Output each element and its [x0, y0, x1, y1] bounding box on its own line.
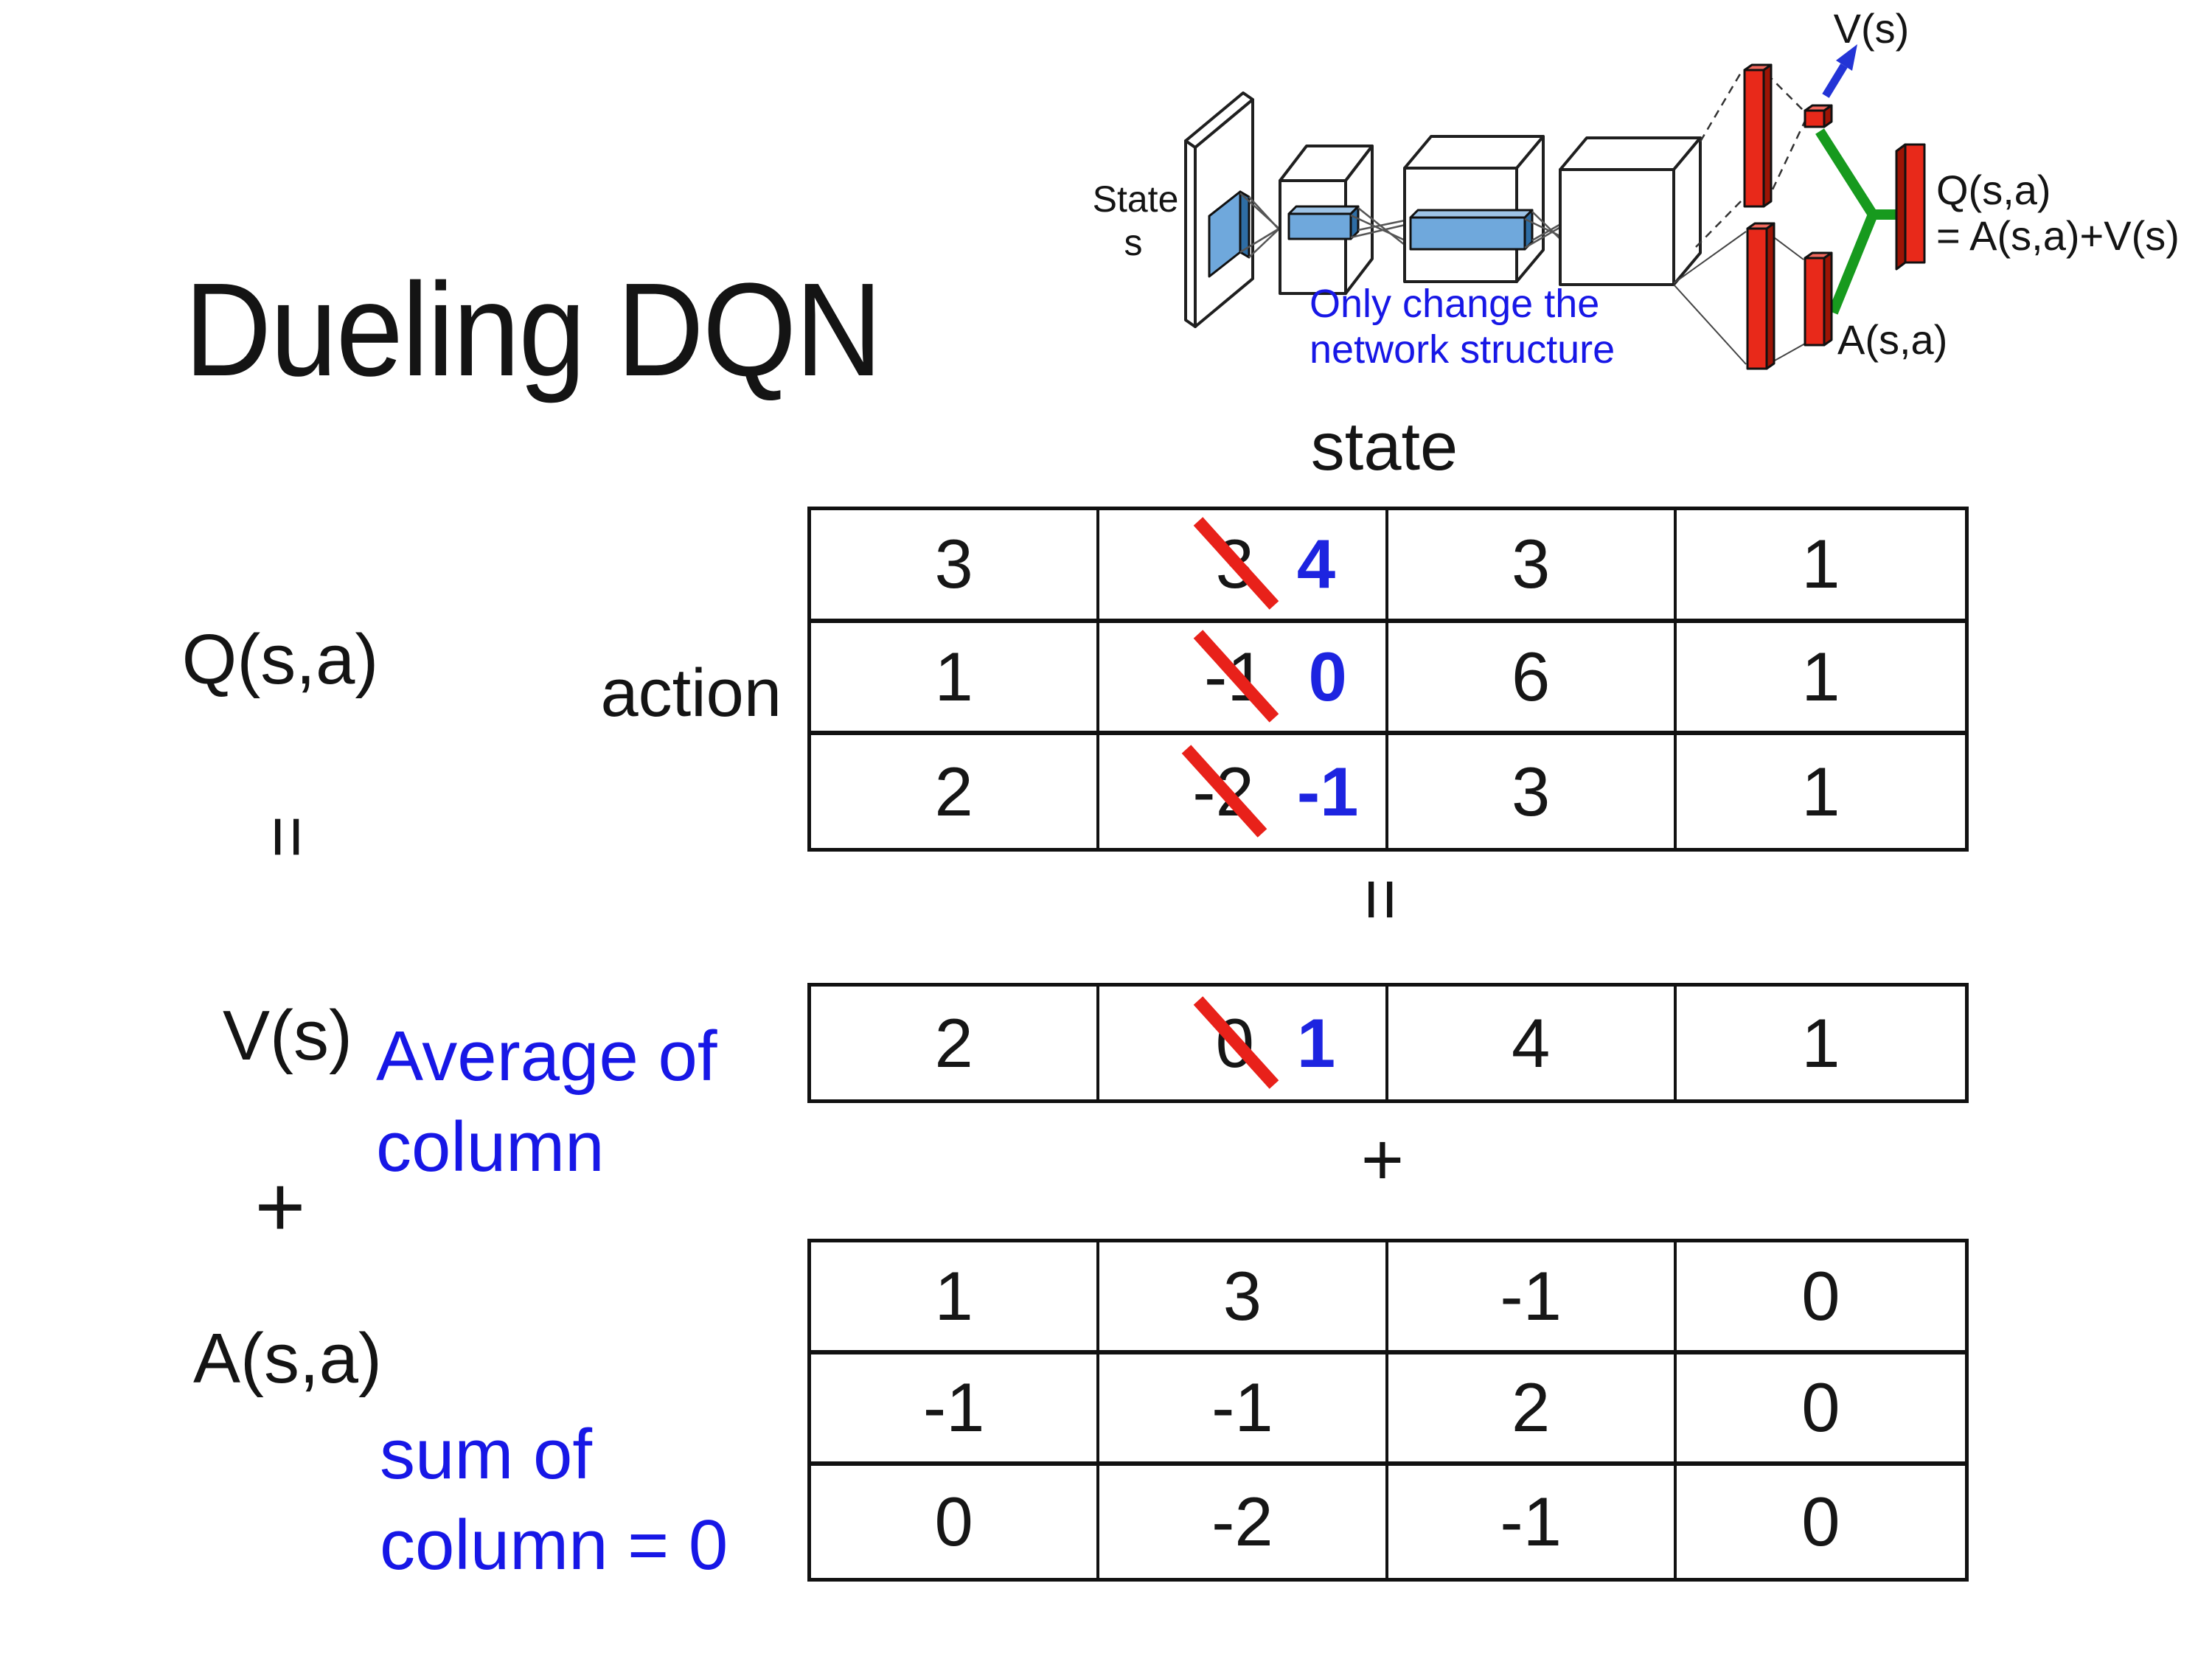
q-cell-r0c2: 3: [1388, 510, 1677, 623]
q-cell-r1c3: 1: [1676, 623, 1965, 736]
plus-left: +: [254, 1158, 306, 1256]
value-node: [1804, 104, 1833, 128]
q-cell-r0c3: 1: [1676, 510, 1965, 623]
action-header: action: [600, 655, 782, 731]
v-cell-c1: 0 1: [1099, 987, 1388, 1099]
fc-bar-advantage: [1746, 222, 1775, 370]
conv-lines-2: [1350, 207, 1409, 248]
a-cell-r1c0: -1: [811, 1354, 1100, 1467]
new-value: 0: [1308, 637, 1347, 715]
a-cell-r1c1: -1: [1099, 1354, 1388, 1467]
diagram-state-s: s: [1124, 222, 1143, 263]
average-annotation-line1: Average of: [376, 1017, 717, 1096]
old-value: -2: [1192, 752, 1254, 830]
new-value: -1: [1296, 752, 1359, 830]
equals-left: =: [246, 815, 330, 859]
diagram-state-label: State: [1093, 178, 1179, 220]
old-value: 0: [1215, 1004, 1254, 1082]
average-annotation-line2: column: [376, 1107, 605, 1186]
value-arrow-icon: [1822, 44, 1857, 98]
diagram-a-label: A(s,a): [1837, 316, 1947, 363]
q-cell-r1c1: -1 0: [1099, 622, 1388, 736]
a-cell-r0c0: 1: [811, 1242, 1100, 1354]
advantage-bar: [1804, 251, 1833, 347]
solid-fc-lines: [1673, 231, 1806, 365]
diagram-q-formula: = A(s,a)+V(s): [1936, 212, 2180, 259]
old-value: -1: [1203, 637, 1266, 715]
state-header: state: [1310, 408, 1458, 484]
v-cell-c2: 4: [1388, 987, 1677, 1099]
q-cell-r2c2: 3: [1388, 735, 1677, 848]
v-cell-c3: 1: [1801, 1004, 1840, 1082]
network-diagram: State s V(s) Q(s,a) = A(s,a)+V(s) A(s,a)…: [1093, 5, 2180, 372]
q-cell-r2c3: 1: [1801, 752, 1840, 830]
v-matrix-label: V(s): [223, 996, 352, 1075]
a-table: 1 3 -1 0 -1 -1 2 0 0 -2 -1 0: [807, 1239, 1969, 1582]
sum-annotation-line1: sum of: [380, 1415, 593, 1494]
q-cell-r0c1: 3 4: [1099, 510, 1388, 623]
q-cell-r2c0: 2: [811, 735, 1100, 848]
old-value: 3: [1215, 525, 1254, 603]
a-cell-r1c2: 2: [1388, 1354, 1677, 1467]
equals-between-tables: =: [1340, 877, 1423, 922]
a-cell-r2c0: 0: [811, 1466, 1100, 1578]
q-matrix-label: Q(s,a): [181, 620, 379, 699]
fc-bar-value: [1743, 63, 1773, 208]
average-annotation: Average of column: [376, 1012, 717, 1193]
dashed-fc-lines: [1695, 71, 1806, 248]
a-cell-r2c3: 0: [1801, 1483, 1840, 1561]
a-cell-r0c3: 0: [1676, 1242, 1965, 1354]
q-cell-r1c0: 1: [811, 622, 1100, 736]
a-matrix-label: A(s,a): [192, 1319, 383, 1398]
feature-bar-2: [1409, 209, 1534, 251]
sum-annotation-line2: column = 0: [380, 1505, 728, 1585]
sum-annotation: sum of column = 0: [380, 1410, 728, 1591]
q-table: 3 3 4 3 1 1 -1 0 6 1 2 -2: [807, 507, 1969, 852]
page-title: Dueling DQN: [184, 255, 883, 404]
new-value: 4: [1296, 525, 1336, 603]
diagram-caption-line2: network structure: [1310, 327, 1615, 372]
diagram-v-label: V(s): [1834, 5, 1910, 52]
new-value: 1: [1296, 1004, 1336, 1082]
conv-box-3: [1559, 136, 1702, 286]
a-cell-r0c1: 3: [1099, 1242, 1388, 1354]
conv-lines-3: [1524, 211, 1564, 249]
q-cell-r1c2: 6: [1388, 622, 1677, 736]
v-cell-c0: 2: [811, 987, 1100, 1099]
plus-between-tables: +: [1360, 1118, 1405, 1201]
q-cell-r0c0: 3: [811, 510, 1100, 623]
v-table: 2 0 1 4 1: [807, 983, 1969, 1103]
q-cell-r2c1: -2 -1: [1099, 735, 1388, 848]
feature-slab-icon: [1208, 190, 1251, 278]
diagram-caption-line1: Only change the: [1310, 282, 1599, 326]
diagram-q-label: Q(s,a): [1936, 167, 2051, 213]
a-cell-r1c3: 0: [1676, 1354, 1965, 1467]
feature-bar-1: [1287, 205, 1360, 240]
a-cell-r0c2: -1: [1388, 1242, 1677, 1354]
q-output-bar: [1895, 143, 1926, 271]
a-cell-r2c1: -2: [1099, 1466, 1388, 1578]
a-cell-r2c2: -1: [1388, 1466, 1677, 1578]
